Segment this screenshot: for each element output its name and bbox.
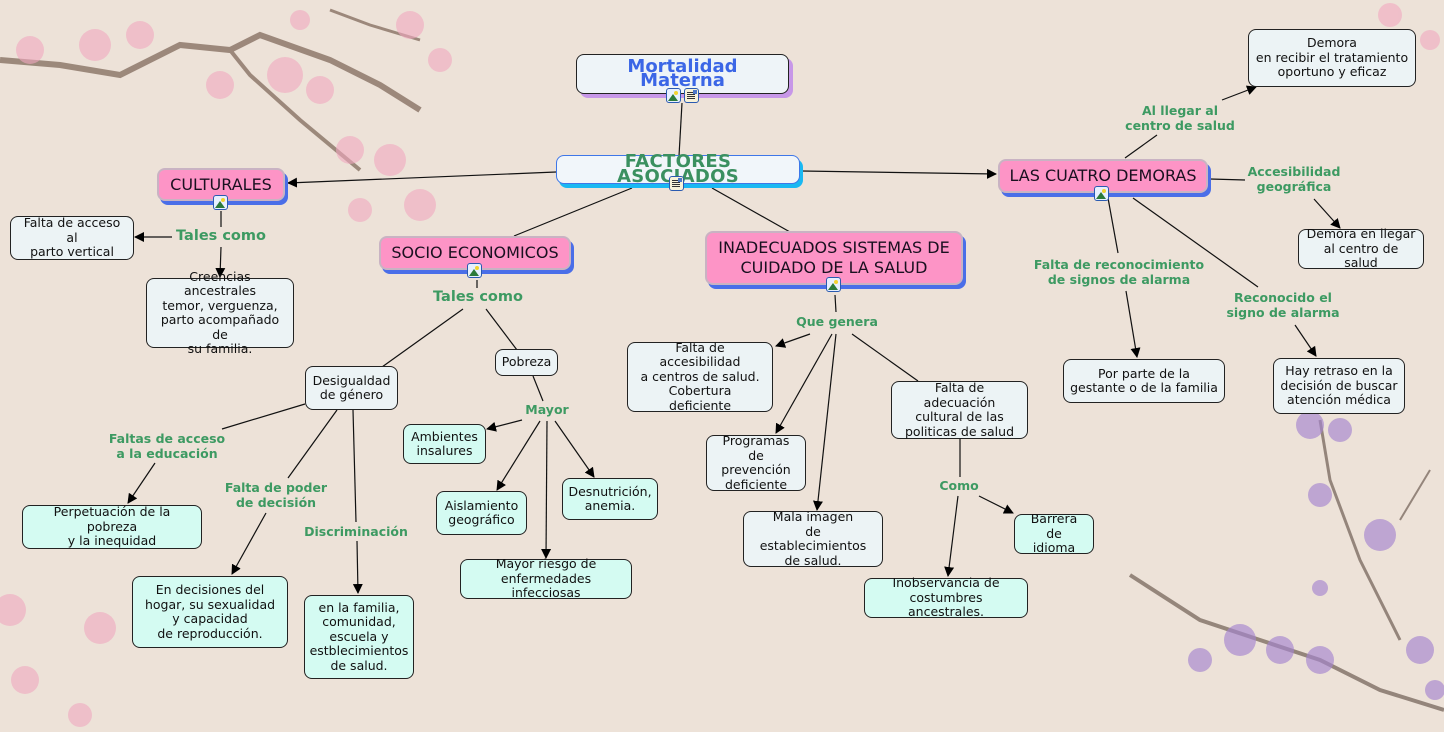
link-desigualdad-faltas <box>221 403 306 430</box>
link-mayor-riesgo <box>541 420 552 559</box>
linking-phrase: Tales como <box>433 289 523 305</box>
link-accesibilidad-llegar <box>1313 198 1341 229</box>
linking-phrase: Reconocido el signo de alarma <box>1226 290 1340 320</box>
concept-demora-tratamiento[interactable]: Demora en recibir el tratamiento oportun… <box>1248 29 1416 87</box>
link-reconocido-retraso <box>1294 324 1317 357</box>
image-attachment-icon[interactable] <box>467 263 482 278</box>
link-desigualdad-discriminacion <box>352 409 357 523</box>
link-pobreza-mayor <box>532 375 544 402</box>
pink-blossoms-bottom-left <box>0 594 116 727</box>
linking-phrase: Al llegar al centro de salud <box>1125 103 1235 133</box>
link-quegenera-malaimagen <box>812 333 837 511</box>
link-como-barrera <box>978 495 1014 514</box>
linking-phrase: Falta de poder de decisión <box>224 480 328 510</box>
category-label: CULTURALES <box>170 174 272 194</box>
concept-mayor-riesgo[interactable]: Mayor riesgo de enfermedades infecciosas <box>460 557 632 600</box>
link-tales-desigualdad <box>381 308 464 368</box>
concept-familia-comunidad[interactable]: en la familia, comunidad, escuela y estb… <box>304 595 414 679</box>
link-alllegar-tratamiento <box>1221 85 1257 101</box>
link-desigualdad-poder <box>287 409 338 479</box>
root-node-mortalidad-materna[interactable]: Mortalidad Materna <box>576 54 789 94</box>
link-quegenera-accesibilidad <box>775 333 811 348</box>
link-sistemas-quegenera <box>834 294 837 313</box>
link-central-culturales <box>287 171 557 188</box>
image-attachment-icon[interactable] <box>666 88 681 103</box>
category-label: INADECUADOS SISTEMAS DE CUIDADO DE LA SA… <box>718 238 950 277</box>
concept-perpetuacion[interactable]: Perpetuación de la pobreza y la inequida… <box>22 505 202 549</box>
concept-parto-vertical[interactable]: Falta de acceso al parto vertical <box>10 216 134 260</box>
link-discriminacion-familia <box>352 540 363 594</box>
link-central-demoras <box>801 168 997 179</box>
concept-creencias[interactable]: Creencias ancestrales temor, verguenza, … <box>146 269 294 356</box>
link-faltas-perpetuacion <box>127 462 156 504</box>
image-attachment-icon[interactable] <box>213 195 228 210</box>
branch-top-left <box>0 8 422 172</box>
root-title: Mortalidad Materna <box>627 55 738 91</box>
link-mayor-desnutricion <box>554 420 595 478</box>
concept-barrera-idioma[interactable]: Barrera de idioma <box>1014 512 1094 555</box>
category-cuatro-demoras[interactable]: LAS CUATRO DEMORAS <box>998 159 1208 193</box>
concept-aislamiento[interactable]: Aislamiento geográfico <box>436 491 527 535</box>
concept-demora-llegar[interactable]: Demora en llegar al centro de salud <box>1298 227 1424 270</box>
concept-hay-retraso[interactable]: Hay retraso en la decisión de buscar ate… <box>1273 358 1405 414</box>
concept-adecuacion[interactable]: Falta de adecuación cultural de las poli… <box>891 380 1028 439</box>
link-mayor-ambientes <box>486 419 523 432</box>
concept-pobreza[interactable]: Pobreza <box>495 349 558 376</box>
image-attachment-icon[interactable] <box>826 277 841 292</box>
linking-phrase: Que genera <box>796 314 878 329</box>
link-quegenera-programas <box>775 333 833 434</box>
link-demoras-alllegar <box>1124 134 1158 159</box>
concept-desigualdad[interactable]: Desigualdad de género <box>305 366 398 410</box>
link-poder-decisiones <box>231 512 267 575</box>
document-attachment-icon[interactable] <box>684 88 699 103</box>
link-quegenera-adecuacion <box>851 333 919 382</box>
link-demoras-faltarec <box>1107 197 1119 254</box>
link-como-inobservancia <box>944 495 959 577</box>
concept-inobservancia[interactable]: Inobservancia de costumbres ancestrales. <box>864 576 1028 619</box>
concept-por-parte[interactable]: Por parte de la gestante o de la familia <box>1063 359 1225 403</box>
linking-phrase: Como <box>939 478 979 493</box>
category-label: SOCIO ECONOMICOS <box>391 243 559 262</box>
linking-phrase: Accesibilidad geográfica <box>1247 164 1341 194</box>
linking-phrase: Mayor <box>525 402 569 417</box>
link-root-central <box>678 102 683 157</box>
branch-bottom-right <box>1128 419 1444 712</box>
link-central-socio <box>513 187 633 237</box>
concept-ambientes[interactable]: Ambientes insalures <box>403 424 486 464</box>
linking-phrase: Discriminación <box>304 524 408 539</box>
link-tales-pobreza <box>485 308 518 351</box>
concept-mala-imagen[interactable]: Mala imagen de establecimientos de salud… <box>743 509 883 567</box>
concept-falta-accesibilidad[interactable]: Falta de accesibilidad a centros de salu… <box>627 340 773 413</box>
purple-blossoms <box>1188 411 1444 700</box>
concept-desnutricion[interactable]: Desnutrición, anemia. <box>562 478 658 520</box>
concept-programas[interactable]: Programas de prevención deficiente <box>706 433 806 491</box>
link-faltarec-porparte <box>1125 290 1141 358</box>
link-mayor-aislamiento <box>496 420 541 491</box>
category-label: LAS CUATRO DEMORAS <box>1009 166 1197 185</box>
linking-phrase: Faltas de acceso a la educación <box>108 431 226 461</box>
linking-phrase: Falta de reconocimiento de signos de ala… <box>1033 257 1205 287</box>
concept-decisiones-hogar[interactable]: En decisiones del hogar, su sexualidad y… <box>132 576 288 648</box>
link-demoras-accesibilidad <box>1209 178 1246 181</box>
link-central-sistemas <box>711 187 791 233</box>
image-attachment-icon[interactable] <box>1094 186 1109 201</box>
document-attachment-icon[interactable] <box>669 176 684 191</box>
linking-phrase: Tales como <box>176 228 266 244</box>
